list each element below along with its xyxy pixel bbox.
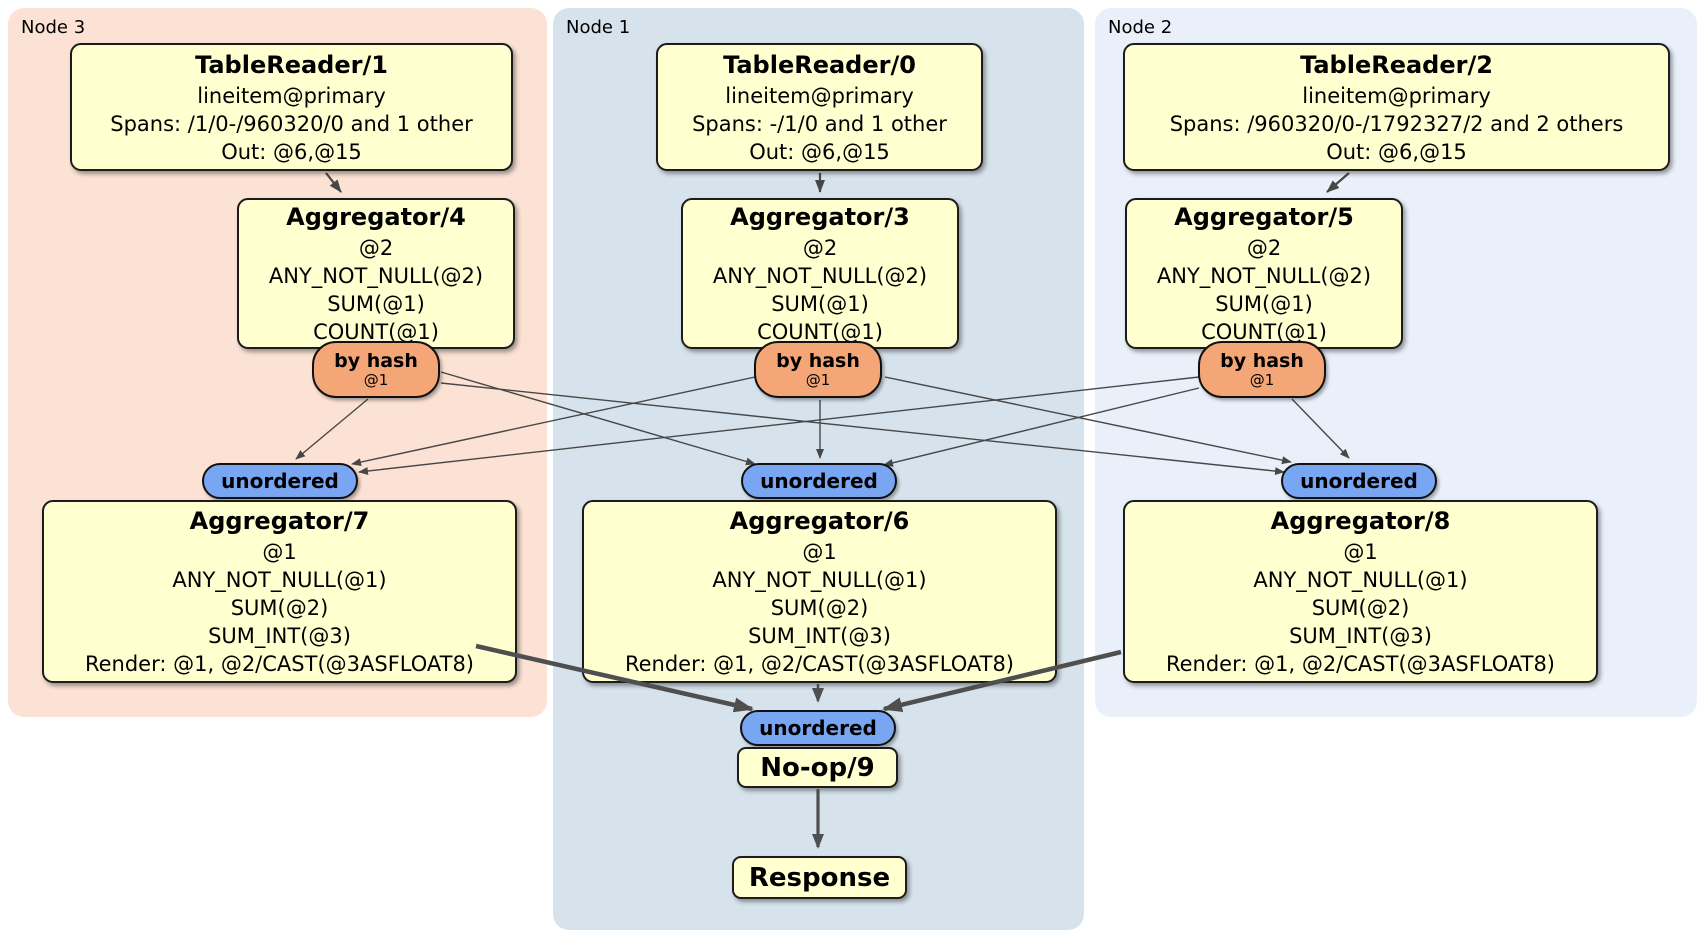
no-op-9-title: No-op/9 xyxy=(760,752,875,783)
aggregator-6-fn-sum: SUM(@2) xyxy=(770,596,869,620)
tablereader-0-index: lineitem@primary xyxy=(725,83,914,108)
aggregator-6-box: Aggregator/6 @1 ANY_NOT_NULL(@1) SUM(@2)… xyxy=(582,500,1057,683)
aggregator-8-fn-any: ANY_NOT_NULL(@1) xyxy=(1253,568,1468,592)
aggregator-5-groupcols: @2 xyxy=(1246,236,1282,260)
aggregator-4-fn-count: COUNT(@1) xyxy=(313,320,439,344)
aggregator-8-fn-sumint: SUM_INT(@3) xyxy=(1289,624,1432,648)
aggregator-8-groupcols: @1 xyxy=(1343,540,1378,564)
aggregator-5-box: Aggregator/5 @2 ANY_NOT_NULL(@2) SUM(@1)… xyxy=(1125,198,1403,349)
aggregator-6-render: Render: @1, @2/CAST(@3ASFLOAT8) xyxy=(624,652,1015,676)
aggregator-6-groupcols: @1 xyxy=(802,540,837,564)
tablereader-1-spans: Spans: /1/0-/960320/0 and 1 other xyxy=(110,111,473,136)
aggregator-3-box: Aggregator/3 @2 ANY_NOT_NULL(@2) SUM(@1)… xyxy=(681,198,959,349)
hash-router-agg5: by hash @1 xyxy=(1198,341,1326,398)
aggregator-8-render: Render: @1, @2/CAST(@3ASFLOAT8) xyxy=(1165,652,1556,676)
unordered-sync-noop: unordered xyxy=(740,710,896,746)
aggregator-3-fn-count: COUNT(@1) xyxy=(757,320,883,344)
response-box: Response xyxy=(732,856,907,899)
tablereader-2-spans: Spans: /960320/0-/1792327/2 and 2 others xyxy=(1169,111,1624,136)
aggregator-8-fn-sum: SUM(@2) xyxy=(1311,596,1410,620)
hash-router-agg4: by hash @1 xyxy=(312,341,440,398)
aggregator-3-fn-any: ANY_NOT_NULL(@2) xyxy=(712,264,928,288)
aggregator-5-fn-sum: SUM(@1) xyxy=(1215,292,1313,316)
unordered-sync-agg6-label: unordered xyxy=(760,469,878,493)
aggregator-5-title: Aggregator/5 xyxy=(1174,203,1354,231)
tablereader-2-index: lineitem@primary xyxy=(1302,83,1491,108)
hash-router-agg3-label: by hash xyxy=(776,350,860,372)
aggregator-8-title: Aggregator/8 xyxy=(1270,507,1451,535)
aggregator-7-groupcols: @1 xyxy=(262,540,297,564)
unordered-sync-agg8: unordered xyxy=(1281,463,1437,499)
hash-router-agg4-columns: @1 xyxy=(363,371,389,389)
aggregator-7-render: Render: @1, @2/CAST(@3ASFLOAT8) xyxy=(84,652,475,676)
aggregator-7-title: Aggregator/7 xyxy=(189,507,370,535)
unordered-sync-agg7-label: unordered xyxy=(221,469,339,493)
aggregator-4-title: Aggregator/4 xyxy=(286,203,466,231)
aggregator-6-fn-any: ANY_NOT_NULL(@1) xyxy=(712,568,927,592)
aggregator-3-groupcols: @2 xyxy=(802,236,838,260)
aggregator-6-title: Aggregator/6 xyxy=(729,507,910,535)
aggregator-4-fn-sum: SUM(@1) xyxy=(327,292,425,316)
aggregator-4-groupcols: @2 xyxy=(358,236,394,260)
tablereader-1-index: lineitem@primary xyxy=(197,83,386,108)
aggregator-3-title: Aggregator/3 xyxy=(730,203,910,231)
aggregator-8-box: Aggregator/8 @1 ANY_NOT_NULL(@1) SUM(@2)… xyxy=(1123,500,1598,683)
aggregator-7-fn-sum: SUM(@2) xyxy=(230,596,329,620)
aggregator-4-fn-any: ANY_NOT_NULL(@2) xyxy=(268,264,484,288)
unordered-sync-noop-label: unordered xyxy=(759,716,877,740)
aggregator-4-box: Aggregator/4 @2 ANY_NOT_NULL(@2) SUM(@1)… xyxy=(237,198,515,349)
tablereader-0-out: Out: @6,@15 xyxy=(749,139,890,164)
aggregator-6-fn-sumint: SUM_INT(@3) xyxy=(748,624,891,648)
hash-router-agg5-columns: @1 xyxy=(1249,371,1275,389)
hash-router-agg4-label: by hash xyxy=(334,350,418,372)
no-op-9-box: No-op/9 xyxy=(737,747,898,788)
region-node-2-label: Node 2 xyxy=(1108,17,1173,38)
unordered-sync-agg8-label: unordered xyxy=(1300,469,1418,493)
tablereader-0-title: TableReader/0 xyxy=(723,50,916,79)
aggregator-5-fn-any: ANY_NOT_NULL(@2) xyxy=(1156,264,1372,288)
hash-router-agg5-label: by hash xyxy=(1220,350,1304,372)
aggregator-7-fn-sumint: SUM_INT(@3) xyxy=(208,624,351,648)
aggregator-7-fn-any: ANY_NOT_NULL(@1) xyxy=(172,568,387,592)
hash-router-agg3: by hash @1 xyxy=(754,341,882,398)
tablereader-2-box: TableReader/2 lineitem@primary Spans: /9… xyxy=(1123,43,1670,171)
aggregator-3-fn-sum: SUM(@1) xyxy=(771,292,869,316)
tablereader-1-box: TableReader/1 lineitem@primary Spans: /1… xyxy=(70,43,513,171)
region-node-3-label: Node 3 xyxy=(21,17,86,38)
tablereader-2-out: Out: @6,@15 xyxy=(1326,139,1467,164)
unordered-sync-agg7: unordered xyxy=(202,463,358,499)
hash-router-agg3-columns: @1 xyxy=(805,371,831,389)
tablereader-0-spans: Spans: -/1/0 and 1 other xyxy=(692,111,947,136)
tablereader-1-out: Out: @6,@15 xyxy=(221,139,362,164)
response-title: Response xyxy=(748,862,891,893)
tablereader-2-title: TableReader/2 xyxy=(1300,50,1493,79)
unordered-sync-agg6: unordered xyxy=(741,463,897,499)
tablereader-1-title: TableReader/1 xyxy=(195,50,388,79)
tablereader-0-box: TableReader/0 lineitem@primary Spans: -/… xyxy=(656,43,983,171)
aggregator-5-fn-count: COUNT(@1) xyxy=(1201,320,1327,344)
aggregator-7-box: Aggregator/7 @1 ANY_NOT_NULL(@1) SUM(@2)… xyxy=(42,500,517,683)
region-node-1-label: Node 1 xyxy=(566,17,631,38)
